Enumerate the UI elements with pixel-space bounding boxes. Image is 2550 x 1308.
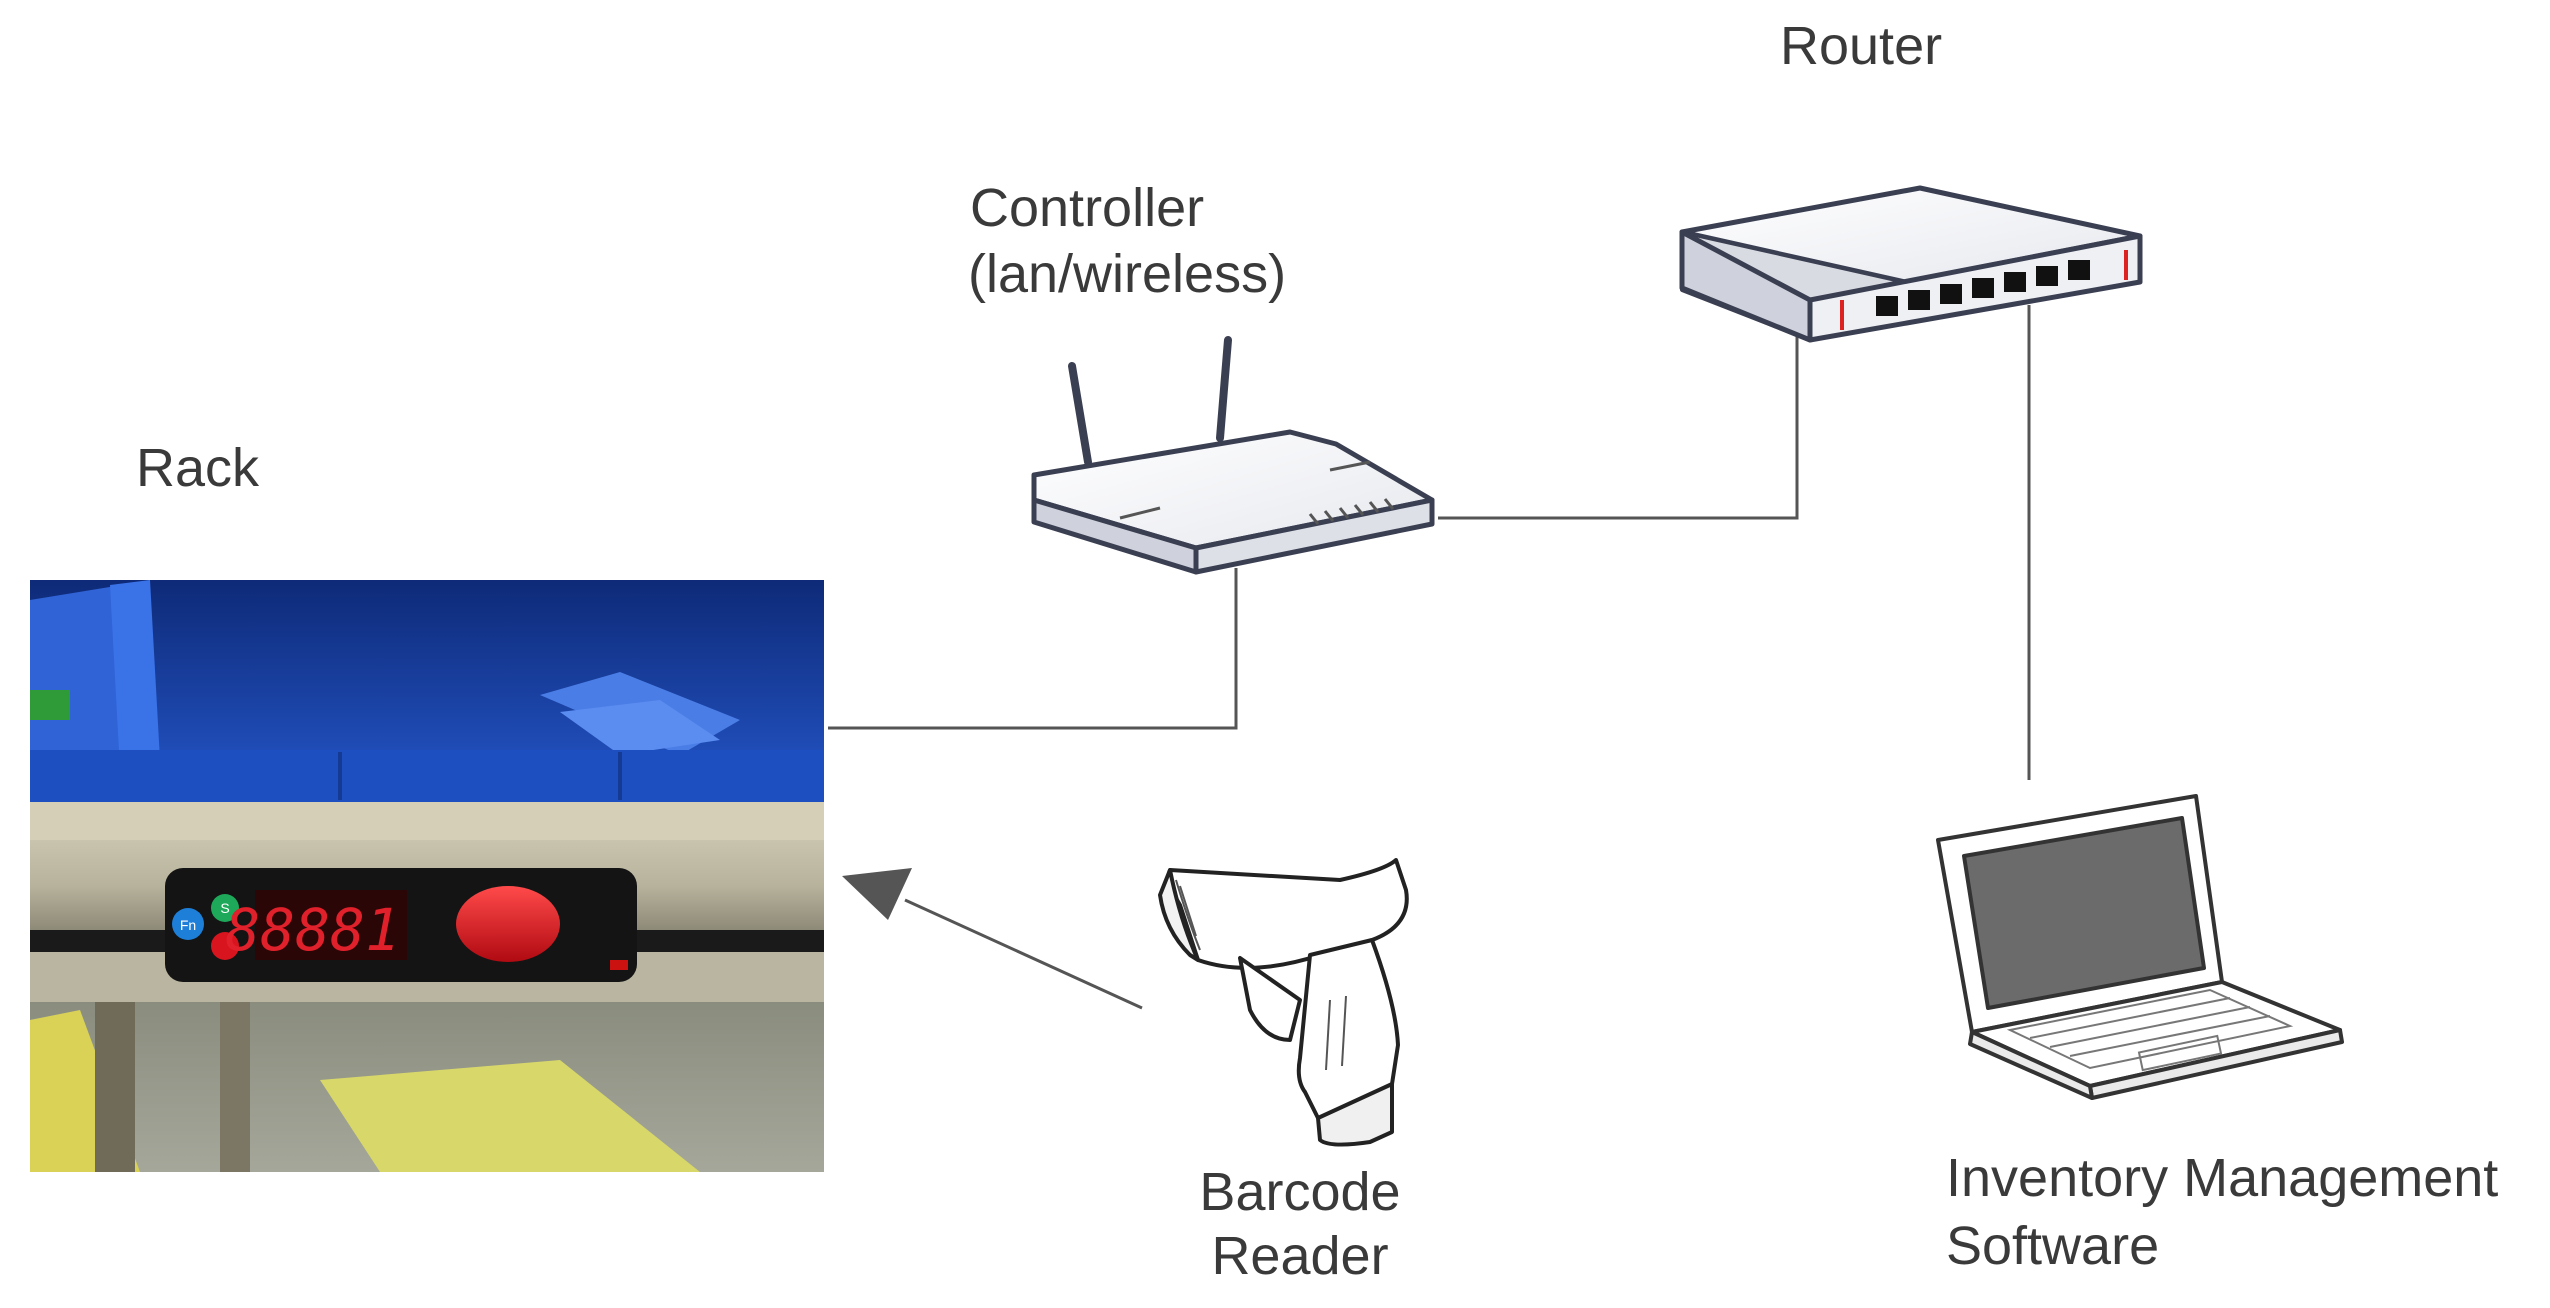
laptop-keyboard xyxy=(2006,988,2294,1072)
controller-icon xyxy=(1031,336,1435,575)
s-button-label: S xyxy=(220,900,229,916)
fn-button-icon xyxy=(172,908,204,940)
controller-vents xyxy=(1119,460,1395,525)
scan-arrow xyxy=(842,868,1143,1010)
rack-label: Rack xyxy=(136,438,260,498)
barcode-reader-icon xyxy=(1158,858,1409,1147)
connectors xyxy=(828,305,2031,780)
rack-to-controller-line xyxy=(828,568,1238,730)
rack-photo xyxy=(30,580,824,1172)
controller-label-line1: Controller xyxy=(970,178,1205,238)
fn-button-label: Fn xyxy=(180,917,196,933)
barcode-reader-details xyxy=(1175,879,1347,1071)
barcode-label-line2: Reader xyxy=(1211,1226,1389,1286)
controller-label-line2: (lan/wireless) xyxy=(968,244,1287,304)
confirm-button-icon xyxy=(456,886,560,962)
s-button-icon xyxy=(211,894,239,922)
ims-label-line2: Software xyxy=(1946,1216,2160,1276)
router-label: Router xyxy=(1780,16,1943,76)
router-ports xyxy=(1876,260,2090,316)
minus-button-icon xyxy=(211,932,239,960)
ims-label-line1: Inventory Management xyxy=(1946,1148,2499,1208)
display-digits: 88881 xyxy=(225,896,400,964)
barcode-label-line1: Barcode xyxy=(1199,1162,1401,1222)
controller-to-router-line xyxy=(1438,330,1799,520)
